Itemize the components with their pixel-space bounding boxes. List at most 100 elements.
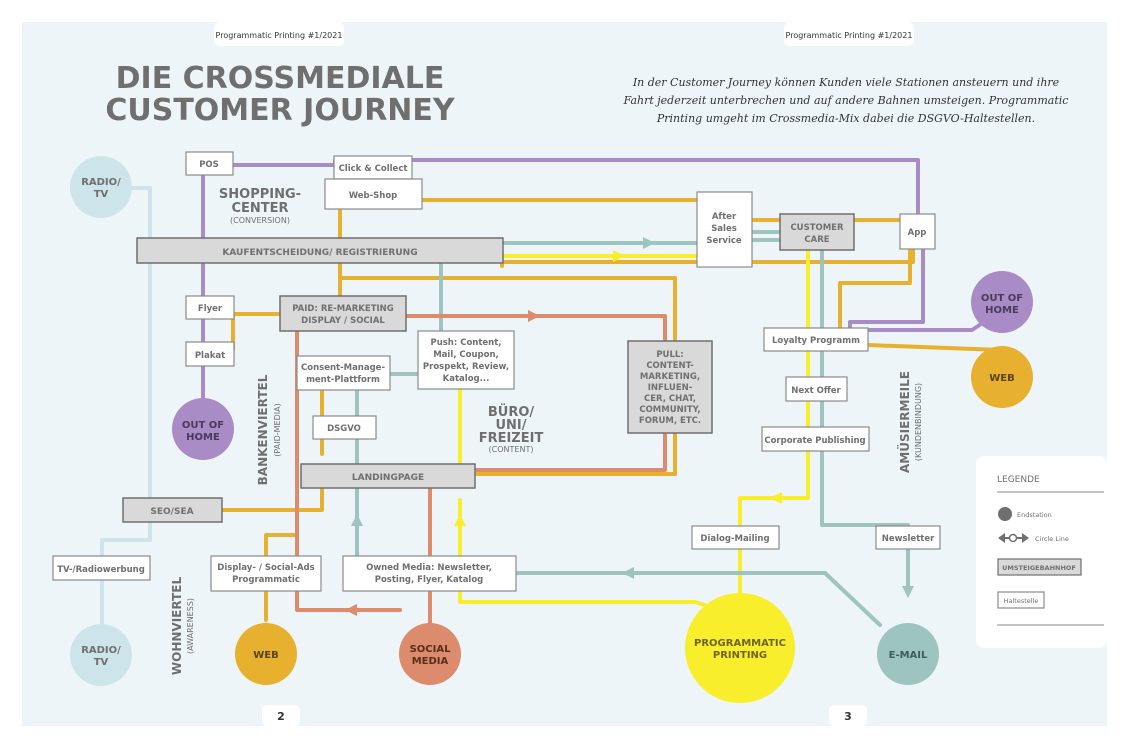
svg-text:Display- / Social-Ads: Display- / Social-Ads [217, 563, 314, 573]
svg-text:LANDINGPAGE: LANDINGPAGE [352, 473, 424, 483]
svg-text:E-MAIL: E-MAIL [889, 650, 928, 661]
stop-flyer[interactable]: Flyer [185, 295, 235, 320]
svg-text:MEDIA: MEDIA [412, 656, 449, 667]
svg-text:Web-Shop: Web-Shop [349, 191, 398, 201]
arrow-teal-left [622, 567, 634, 579]
stop-web-shop[interactable]: Web-Shop [324, 178, 423, 210]
district-buero-line2: UNI/ [495, 418, 526, 433]
hub-kaufentscheidung[interactable]: KAUFENTSCHEIDUNG/ REGISTRIERUNG [136, 237, 504, 264]
stop-loyalty-programm[interactable]: Loyalty Programm [763, 327, 869, 352]
arrow-bright-right [613, 250, 625, 262]
stop-newsletter[interactable]: Newsletter [875, 525, 941, 550]
svg-text:FORUM, ETC.: FORUM, ETC. [639, 416, 701, 426]
svg-text:CARE: CARE [804, 235, 829, 245]
svg-text:HOME: HOME [186, 432, 220, 443]
terminal-social-media[interactable]: SOCIAL MEDIA [399, 623, 461, 685]
terminal-programmatic-printing[interactable]: PROGRAMMATIC PRINTING [685, 593, 795, 703]
terminal-web-right[interactable]: WEB [971, 346, 1033, 408]
svg-text:TV: TV [94, 189, 109, 200]
terminal-out-of-home-right[interactable]: OUT OF HOME [971, 271, 1033, 333]
stop-owned-media[interactable]: Owned Media: Newsletter, Posting, Flyer,… [342, 555, 517, 592]
district-buero-sub: (CONTENT) [489, 445, 534, 454]
line-gold-web-right [838, 248, 1002, 352]
district-shopping-line1: SHOPPING- [219, 187, 301, 202]
legend-stop-swatch [997, 591, 1045, 609]
hub-customer-care[interactable]: CUSTOMER CARE [779, 213, 855, 251]
line-gold-seo [194, 488, 324, 512]
stop-consent-management[interactable]: Consent-Manage- ment-Plattform [296, 355, 391, 391]
svg-text:HOME: HOME [985, 305, 1019, 316]
arrow-teal-right [643, 237, 655, 249]
svg-text:WEB: WEB [989, 373, 1014, 384]
stop-after-sales-service[interactable]: After Sales Service [696, 191, 753, 268]
header-tab-left [214, 22, 344, 46]
svg-text:PROGRAMMATIC: PROGRAMMATIC [694, 638, 786, 649]
district-amuesiermeile: AMÜSIERMEILE [897, 371, 912, 473]
hub-paid[interactable]: PAID: RE-MARKETING DISPLAY / SOCIAL [279, 295, 407, 332]
district-wohnviertel-sub: (AWARENESS) [186, 598, 195, 654]
terminal-radio-tv-bottom[interactable]: RADIO/ TV [70, 624, 132, 686]
terminal-web-bottom[interactable]: WEB [235, 623, 297, 685]
arrow-teal-down [902, 586, 914, 598]
svg-text:Sales: Sales [711, 224, 737, 234]
svg-text:Flyer: Flyer [198, 304, 223, 314]
terminal-e-mail[interactable]: E-MAIL [877, 623, 939, 685]
page-title-line2: CUSTOMER JOURNEY [105, 93, 456, 128]
hub-landingpage[interactable]: LANDINGPAGE [300, 463, 476, 489]
page-number-right: 3 [844, 710, 852, 723]
page-number-left: 2 [277, 710, 285, 723]
svg-text:OUT OF: OUT OF [981, 293, 1023, 304]
arrow-bright-left [770, 492, 782, 504]
svg-text:TV-/Radiowerbung: TV-/Radiowerbung [57, 565, 145, 575]
svg-text:ment-Plattform: ment-Plattform [306, 375, 380, 385]
district-buero-line3: FREIZEIT [479, 431, 544, 446]
arrow-salmon-right [528, 310, 540, 322]
intro-line3: Printing umgeht im Crossmedia-Mix dabei … [656, 112, 1035, 125]
stop-plakat[interactable]: Plakat [185, 341, 235, 367]
svg-text:Service: Service [706, 236, 742, 246]
terminal-out-of-home-left[interactable]: OUT OF HOME [172, 398, 234, 460]
terminal-radio-tv-top[interactable]: RADIO/ TV [70, 156, 132, 218]
district-amuesiermeile-sub: (KUNDENBINDUNG) [914, 383, 923, 461]
svg-text:SOCIAL: SOCIAL [410, 644, 452, 655]
legend-circle-line: Circle Line [1035, 535, 1069, 543]
legend-title: LEGENDE [997, 475, 1040, 485]
svg-text:PRINTING: PRINTING [713, 650, 767, 661]
arrow-bright-up [454, 514, 466, 526]
page-number-right-tab [829, 705, 867, 726]
legend-stop: Haltestelle [1004, 597, 1039, 605]
hub-seo-sea[interactable]: SEO/SEA [122, 497, 223, 523]
stop-corporate-publishing[interactable]: Corporate Publishing [761, 426, 870, 452]
svg-text:Dialog-Mailing: Dialog-Mailing [700, 534, 769, 544]
svg-text:Posting, Flyer, Katalog: Posting, Flyer, Katalog [375, 575, 484, 585]
stop-push[interactable]: Push: Content, Mail, Coupon, Prospekt, R… [417, 330, 515, 390]
svg-text:CONTENT-: CONTENT- [646, 361, 694, 371]
legend: LEGENDE Endstation Circle Line UMSTEIGEB… [976, 456, 1107, 648]
svg-text:Consent-Manage-: Consent-Manage- [301, 363, 385, 373]
header-tab-right-text: Programmatic Printing #1/2021 [786, 31, 913, 40]
stop-dsgvo[interactable]: DSGVO [312, 415, 377, 440]
stop-pos[interactable]: POS [185, 151, 234, 176]
svg-text:Katalog...: Katalog... [443, 374, 490, 384]
stop-display-social-ads[interactable]: Display- / Social-Ads Programmatic [210, 555, 322, 592]
svg-text:SEO/SEA: SEO/SEA [150, 507, 193, 517]
svg-text:Next Offer: Next Offer [791, 386, 841, 396]
intro-line2: Fahrt jederzeit unterbrechen und auf and… [623, 94, 1069, 107]
stop-tv-radiowerbung[interactable]: TV-/Radiowerbung [52, 555, 151, 581]
stop-app[interactable]: App [899, 213, 936, 250]
stop-click-collect[interactable]: Click & Collect [333, 155, 413, 180]
legend-hub: UMSTEIGEBAHNHOF [1002, 564, 1076, 572]
svg-text:Push: Content,: Push: Content, [430, 338, 501, 348]
arrow-salmon-left [345, 604, 357, 616]
svg-text:OUT OF: OUT OF [182, 420, 224, 431]
hub-pull[interactable]: PULL: CONTENT- MARKETING, INFLUEN- CER, … [627, 340, 713, 434]
svg-text:Newsletter: Newsletter [882, 534, 935, 544]
line-teal-kauf-after [500, 230, 780, 245]
circle-line-icon [998, 533, 1029, 543]
svg-text:App: App [908, 228, 927, 238]
svg-text:TV: TV [94, 657, 109, 668]
stop-next-offer[interactable]: Next Offer [785, 376, 848, 402]
stop-dialog-mailing[interactable]: Dialog-Mailing [691, 525, 780, 550]
